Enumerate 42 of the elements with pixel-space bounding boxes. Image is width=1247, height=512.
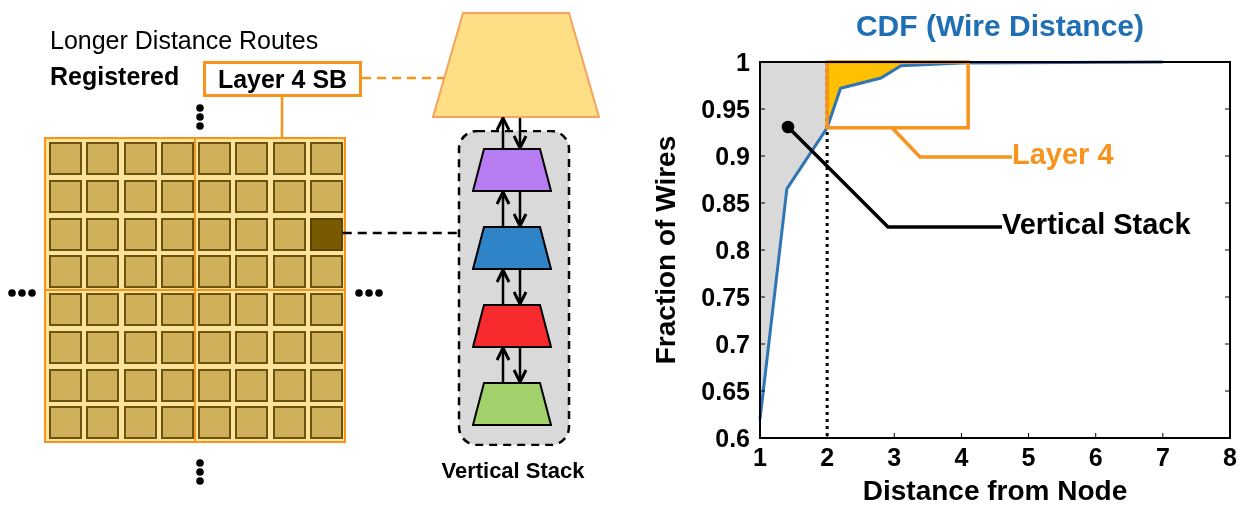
connector-line bbox=[362, 76, 444, 80]
arrow bbox=[495, 116, 511, 148]
arrow bbox=[495, 190, 511, 226]
axis-title: Fraction of Wires bbox=[650, 135, 681, 365]
tick-label: 1 bbox=[753, 443, 767, 471]
tick-label: 0.6 bbox=[715, 424, 750, 452]
layer-trapezoid bbox=[432, 12, 600, 118]
tick-label: 0.9 bbox=[715, 142, 750, 170]
tick-label: 3 bbox=[887, 443, 902, 471]
callout-text: Layer 4 bbox=[1012, 138, 1114, 171]
arrow bbox=[512, 192, 528, 228]
arrow bbox=[495, 268, 511, 304]
tick-label: 0.65 bbox=[701, 377, 750, 405]
arrow bbox=[495, 346, 511, 382]
highlighted-tile bbox=[309, 217, 343, 251]
tick-label: 0.7 bbox=[715, 330, 750, 358]
connector-line bbox=[342, 231, 459, 235]
tile-grid bbox=[44, 137, 346, 443]
tick-label: 2 bbox=[820, 443, 835, 471]
connector-line bbox=[781, 120, 1002, 229]
label-text: Longer Distance Routes bbox=[50, 26, 319, 55]
label-box: Layer 4 SB bbox=[203, 61, 362, 97]
tick-label: 4 bbox=[954, 443, 969, 471]
stack-caption: Vertical Stack bbox=[440, 458, 586, 484]
callout-text: Vertical Stack bbox=[1002, 208, 1191, 241]
arrow bbox=[512, 348, 528, 384]
arrow bbox=[512, 270, 528, 306]
tick-label: 5 bbox=[1021, 443, 1036, 471]
tick-label: 1 bbox=[736, 48, 750, 76]
label-text: Registered bbox=[50, 62, 180, 91]
connector-line bbox=[280, 97, 284, 137]
arrow bbox=[512, 118, 528, 150]
tick-label: 0.95 bbox=[701, 95, 750, 123]
tick-label: 6 bbox=[1088, 443, 1103, 471]
connector-line bbox=[890, 126, 1012, 159]
chart-title: CDF (Wire Distance) bbox=[855, 9, 1145, 42]
tick-label: 0.8 bbox=[715, 236, 750, 264]
tick-label: 8 bbox=[1223, 443, 1237, 471]
axis-title: Distance from Node bbox=[862, 475, 1128, 506]
tick-label: 7 bbox=[1155, 443, 1170, 471]
tick-label: 0.85 bbox=[701, 189, 750, 217]
tick-label: 0.75 bbox=[701, 283, 750, 311]
